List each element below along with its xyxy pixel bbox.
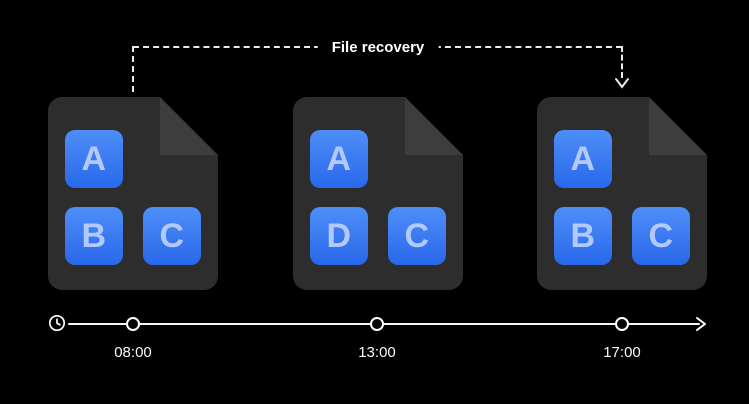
timeline-label-1700: 17:00 [603, 344, 641, 361]
file-card-1300: A D C [293, 97, 463, 290]
file-block-c: C [388, 207, 446, 265]
timeline-node-0800 [126, 317, 140, 331]
folded-corner-icon [649, 97, 707, 155]
timeline-label-1300: 13:00 [358, 344, 396, 361]
timeline-node-1300 [370, 317, 384, 331]
file-block-c: C [632, 207, 690, 265]
file-block-b: B [554, 207, 612, 265]
file-block-d: D [310, 207, 368, 265]
file-block-a: A [554, 130, 612, 188]
recovery-dashed-line-right [621, 46, 623, 78]
folded-corner-icon [405, 97, 463, 155]
file-card-1700: A B C [537, 97, 707, 290]
file-block-a: A [310, 130, 368, 188]
folded-corner-icon [160, 97, 218, 155]
file-block-a: A [65, 130, 123, 188]
arrowhead-down-icon [615, 78, 629, 89]
arrowhead-right-icon [696, 317, 706, 331]
file-block-b: B [65, 207, 123, 265]
file-block-c: C [143, 207, 201, 265]
timeline-node-1700 [615, 317, 629, 331]
file-card-0800: A B C [48, 97, 218, 290]
timeline-label-0800: 08:00 [114, 344, 152, 361]
timeline-line [68, 323, 700, 325]
recovery-dashed-line-left [132, 46, 134, 92]
recovery-label: File recovery [317, 38, 439, 57]
clock-icon [48, 314, 66, 332]
